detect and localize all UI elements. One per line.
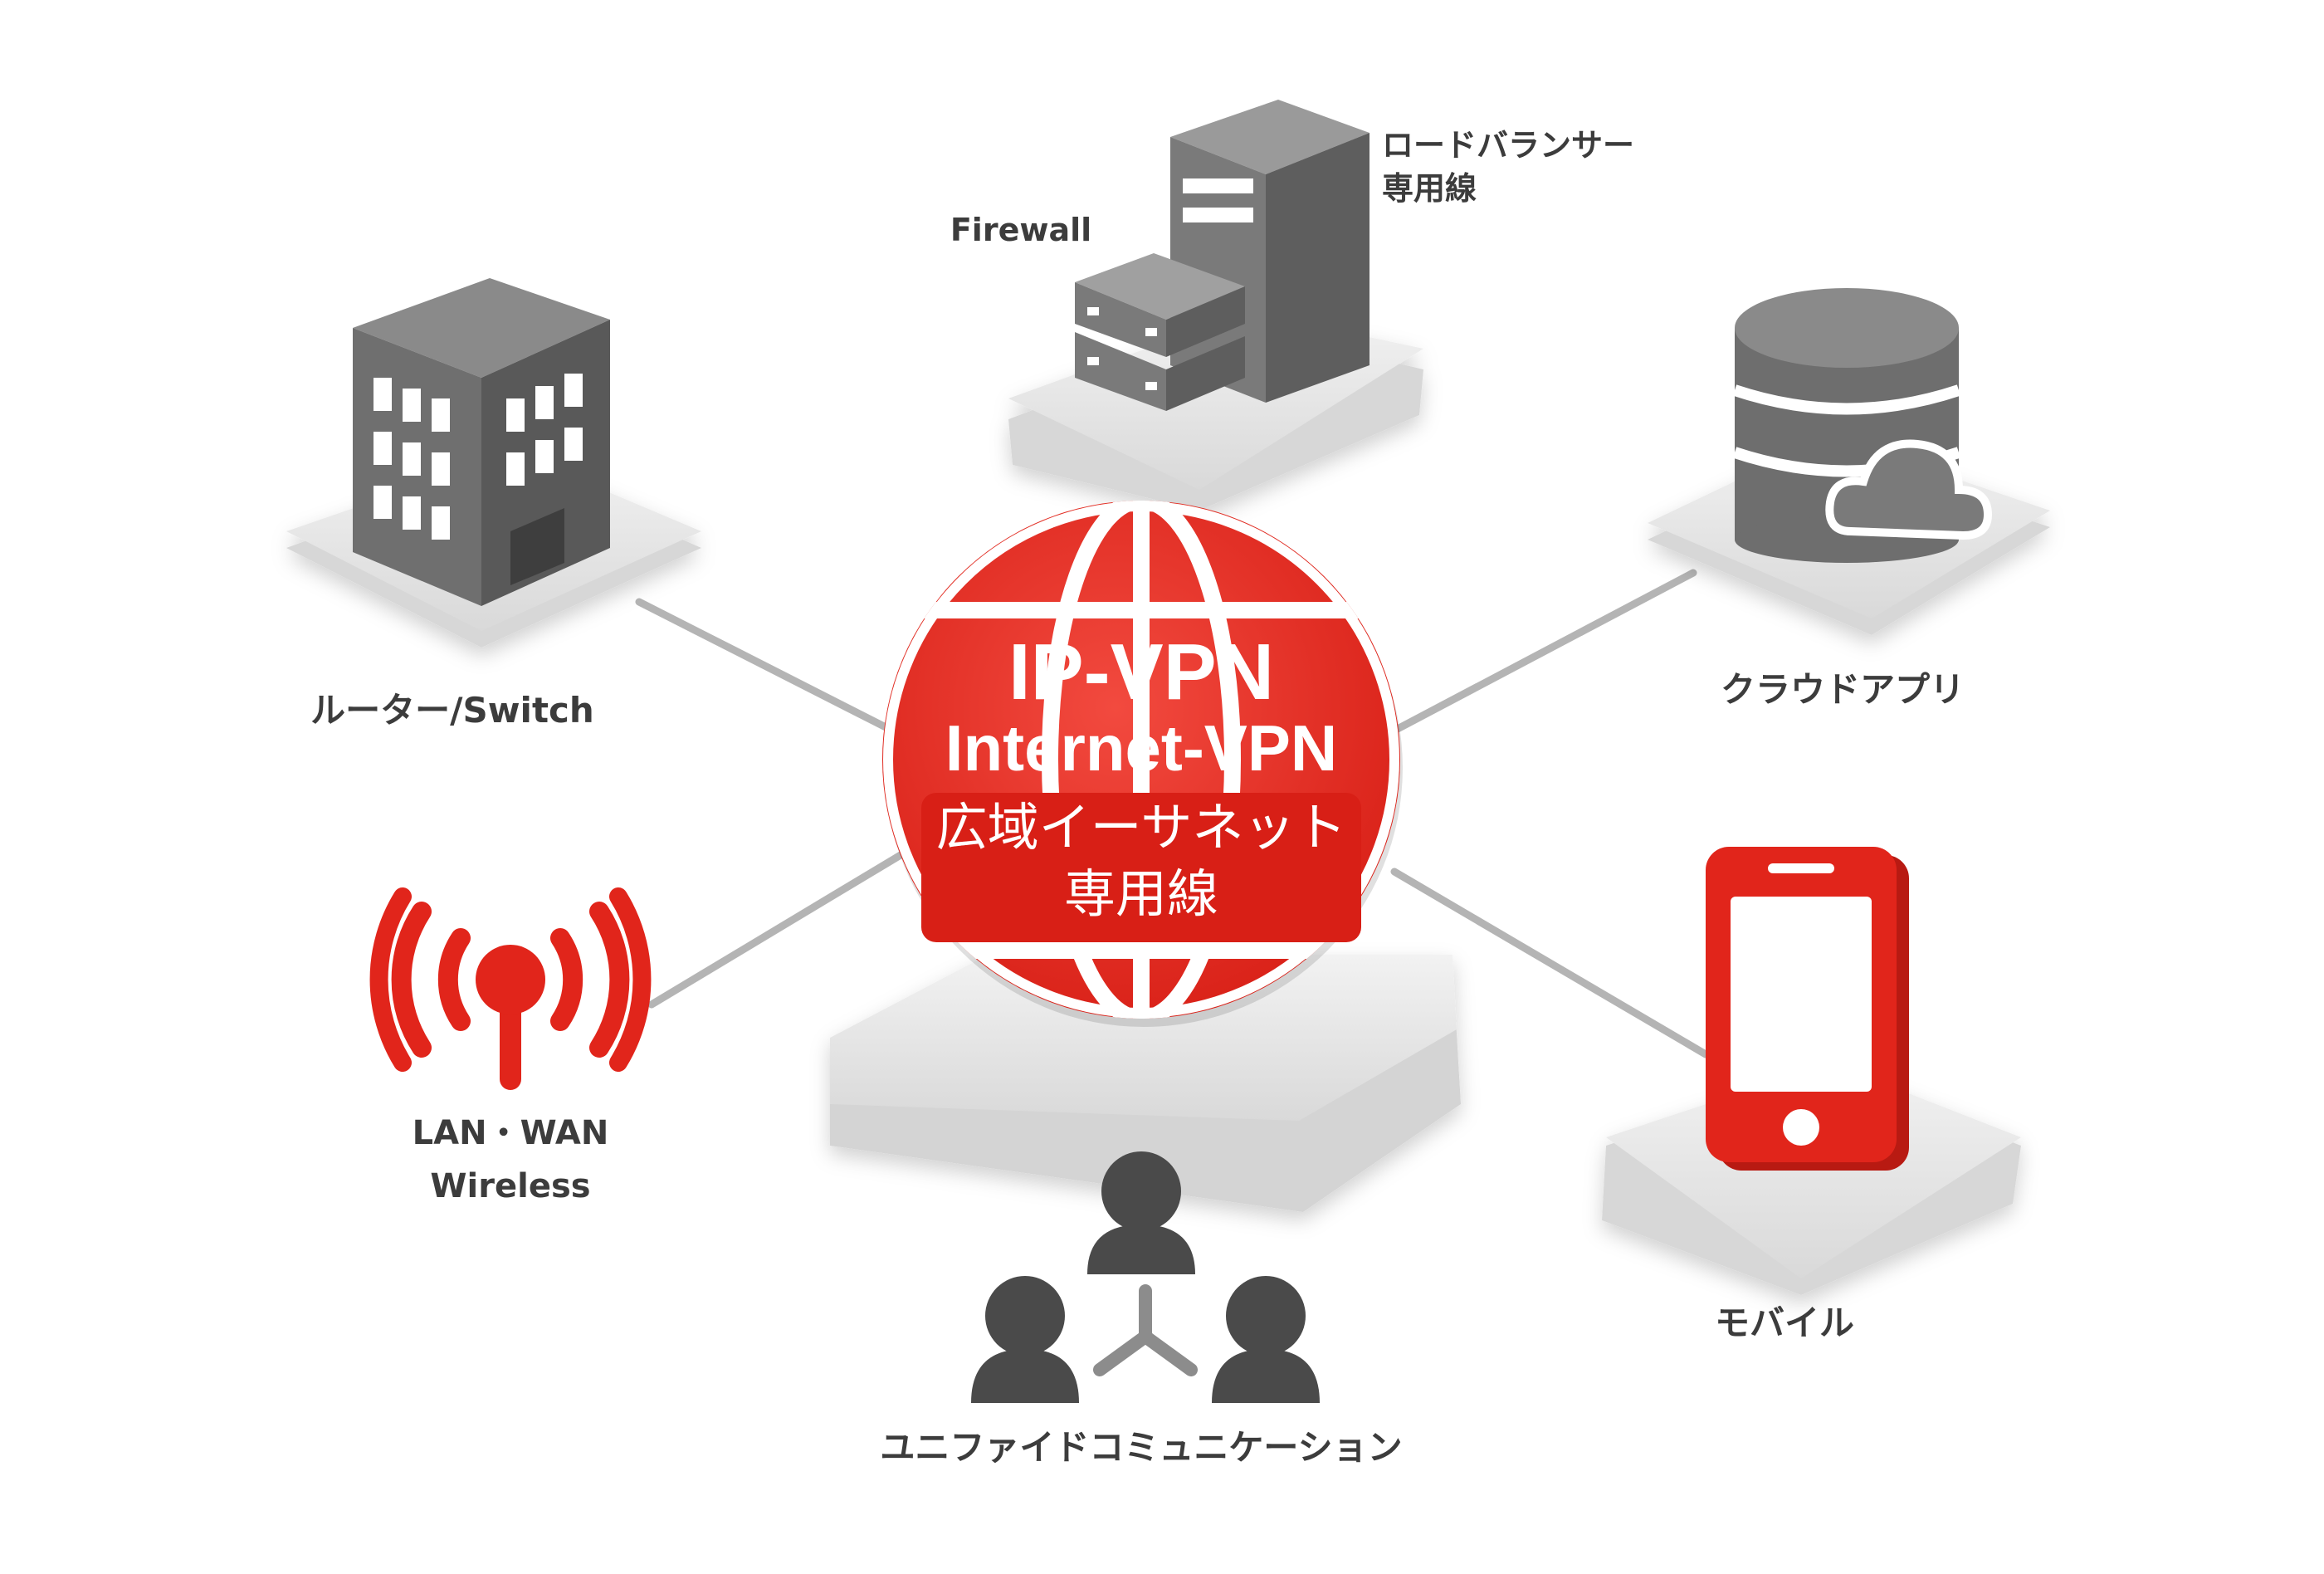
mobile-label: モバイル [1715,1303,1854,1343]
router-label: ルーター/Switch [310,690,594,731]
connector-mobile [1390,868,1710,1058]
smartphone-icon [1706,847,1909,1171]
hub-line-4: 専用線 [1064,863,1218,924]
person-icon [971,1276,1079,1403]
mobile-node: モバイル [1602,847,2021,1343]
connector-y [1093,1284,1198,1376]
loadbalancer-label-line2: 専用線 [1382,170,1477,207]
hub-label-box [921,793,1361,942]
unified-node: ユニファイドコミュニケーション [880,1151,1403,1468]
cloud-label: クラウドアプリ [1721,669,1965,710]
connector-cloud [1390,569,1697,735]
wireless-label-line2: Wireless [430,1167,590,1205]
office-building-icon [353,278,610,606]
person-icon [1212,1276,1320,1403]
unified-label: ユニファイドコミュニケーション [880,1427,1402,1468]
hub-line-3: 広域イーサネット [936,797,1347,858]
cloud-node: クラウドアプリ [1648,288,2050,710]
server-stack-icon [1075,100,1370,411]
hub-line-2: Internet-VPN [945,711,1337,785]
database-cloud-icon [1732,288,1993,563]
central-platform [830,955,1461,1212]
antenna-head [476,945,545,1014]
people-network-icon [971,1151,1320,1403]
vpn-hub: IP-VPN Internet-VPN 広域イーサネット 専用線 [882,501,1403,1027]
wireless-label-line1: LAN・WAN [413,1114,609,1152]
hub-line-1: IP-VPN [1008,628,1274,716]
router-node: ルーター/Switch [286,278,701,731]
person-icon [1087,1151,1195,1274]
wireless-node: LAN・WAN Wireless [369,887,652,1205]
connectors [635,569,1710,1058]
loadbalancer-label-line1: ロードバランサー [1382,127,1634,164]
firewall-node: Firewall ロードバランサー 専用線 [950,100,1634,511]
firewall-label: Firewall [950,212,1091,248]
connector-wireless [647,851,905,1009]
connector-router [635,598,896,735]
